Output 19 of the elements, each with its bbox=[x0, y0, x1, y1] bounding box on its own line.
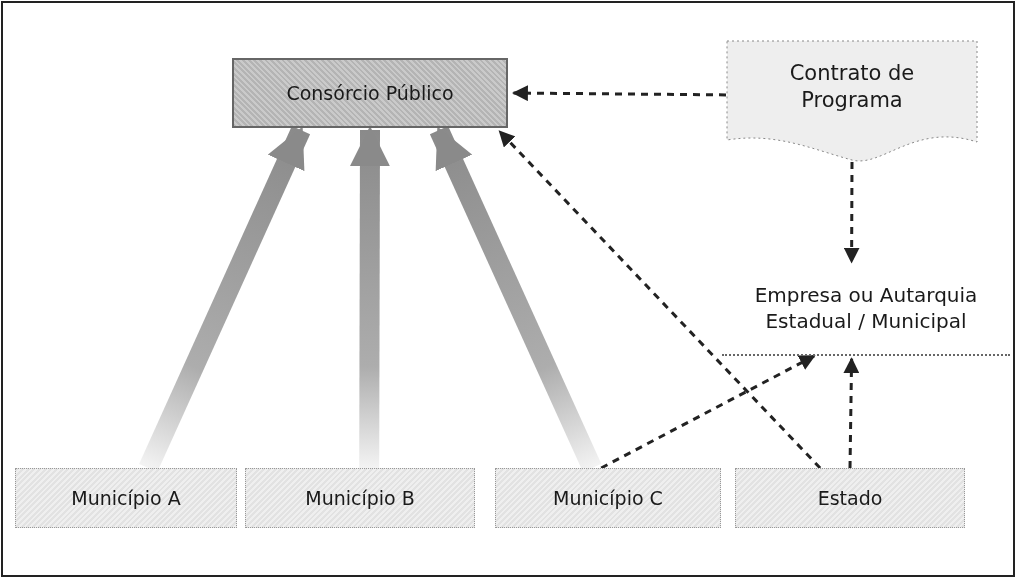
process-box bbox=[245, 468, 475, 528]
process-box bbox=[15, 468, 237, 528]
dashed-arrow bbox=[498, 130, 822, 470]
node-label: Contrato de Programa bbox=[788, 60, 916, 115]
process-box bbox=[495, 468, 721, 528]
node-label: Município C bbox=[553, 485, 663, 511]
thick-arrow bbox=[349, 126, 390, 469]
process-box bbox=[735, 468, 965, 528]
node-label: Consórcio Público bbox=[286, 80, 454, 106]
node-label: Município A bbox=[71, 485, 181, 511]
document-shape bbox=[726, 40, 978, 162]
dashed-arrow bbox=[843, 357, 860, 469]
process-box bbox=[232, 58, 508, 128]
node-label: Estado bbox=[817, 485, 883, 511]
node-label: Município B bbox=[305, 485, 415, 511]
dashed-arrow bbox=[600, 354, 816, 470]
node-label: Empresa ou Autarquia Estadual / Municipal bbox=[753, 282, 979, 334]
dashed-arrow bbox=[511, 85, 726, 102]
dashed-arrow bbox=[843, 162, 860, 264]
